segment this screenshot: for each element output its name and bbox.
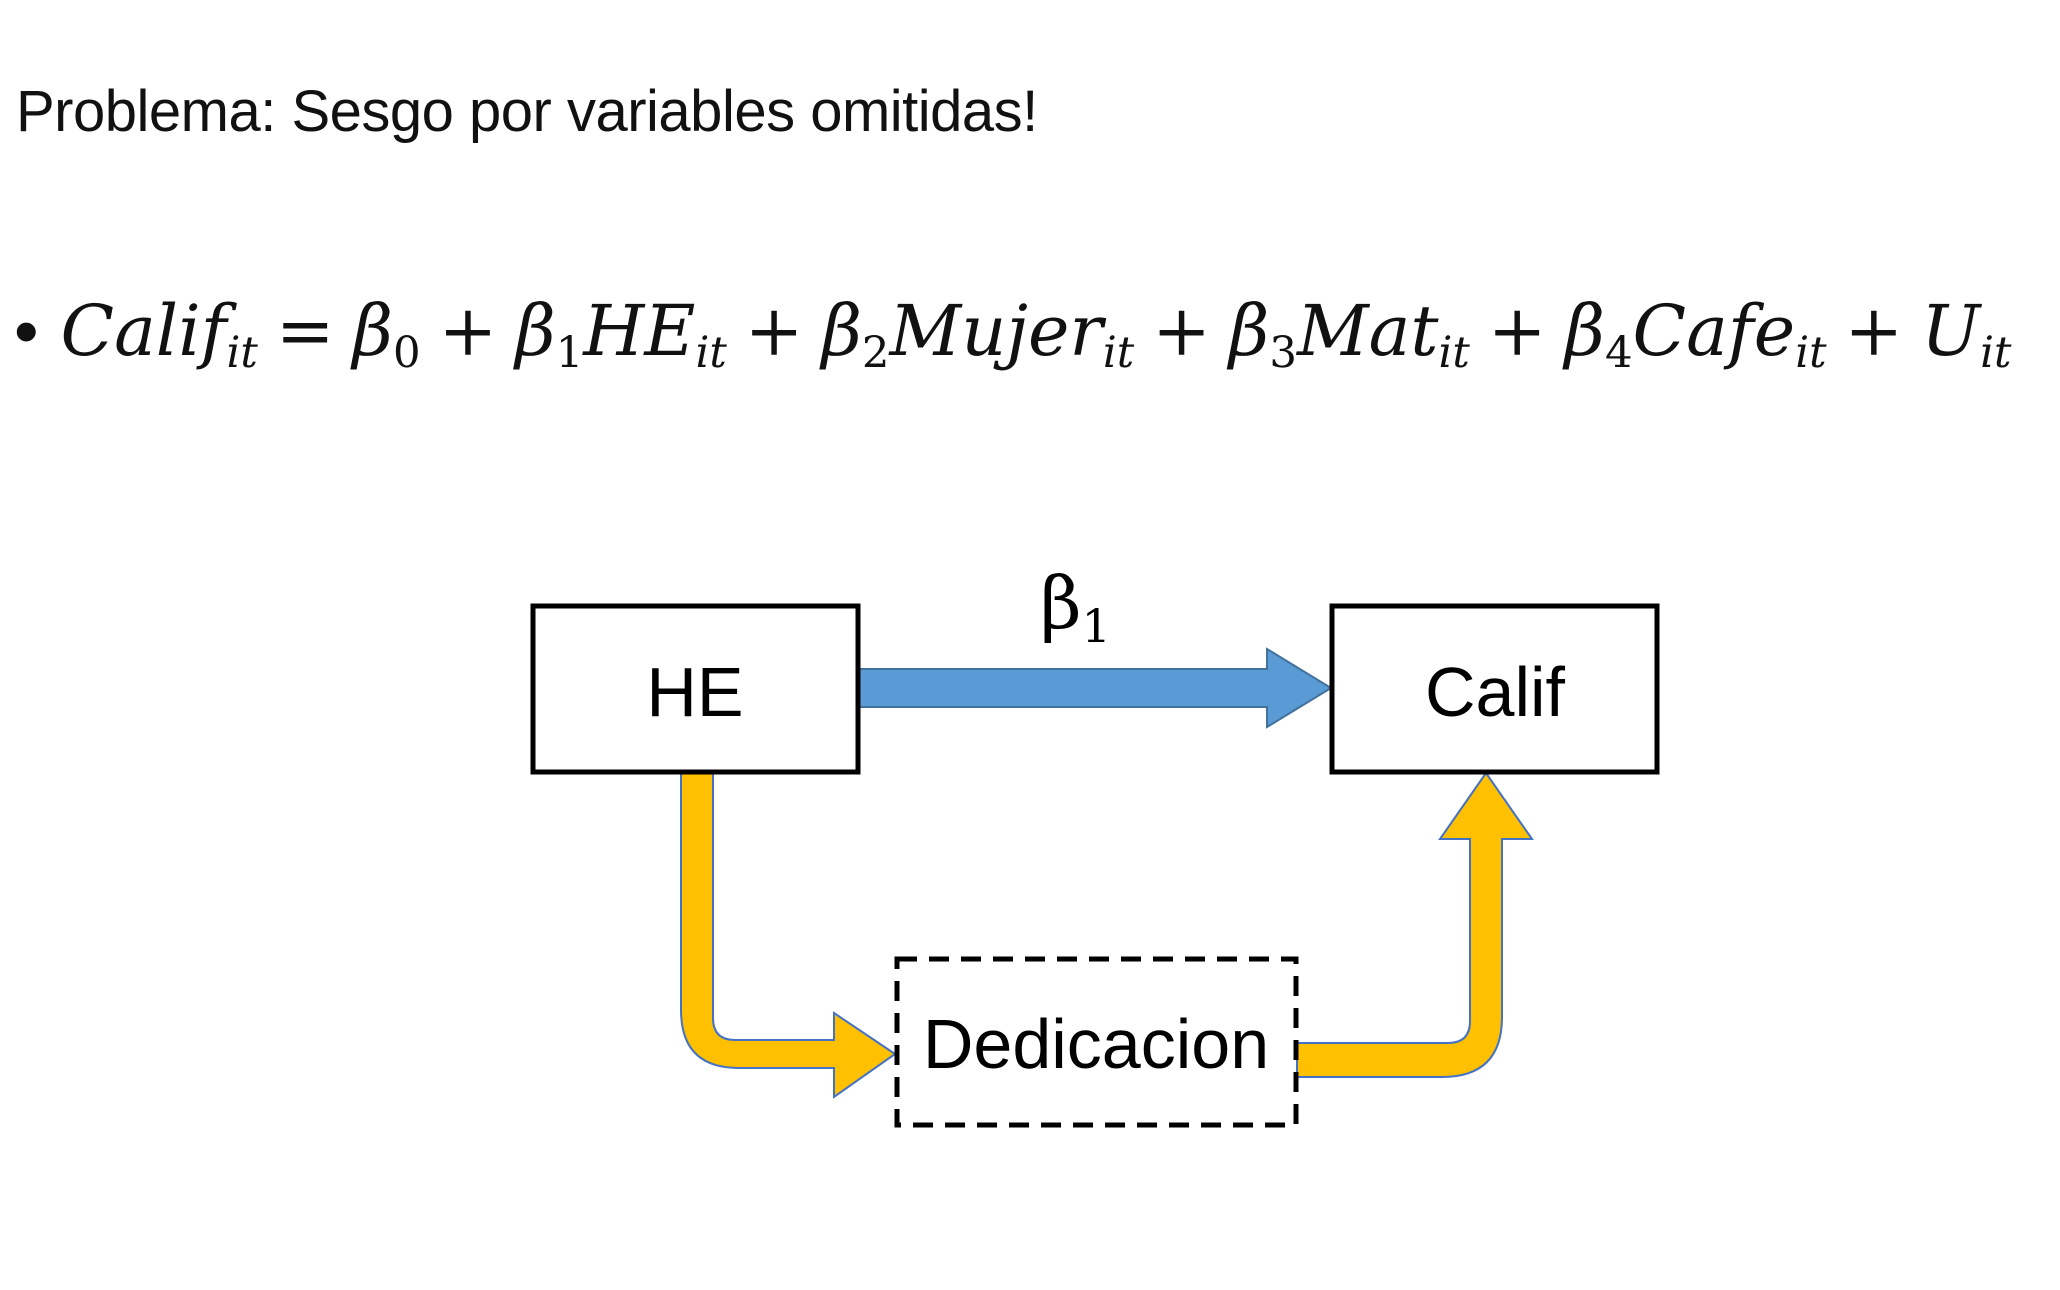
dedicacion-box bbox=[894, 956, 1299, 1128]
slide-title: Problema: Sesgo por variables omitidas! bbox=[16, 79, 1038, 144]
direct-effect-arrow bbox=[858, 647, 1333, 729]
calif-label: Calif bbox=[1425, 653, 1566, 731]
bullet: • bbox=[14, 292, 39, 370]
dedicacion-label: Dedicacion bbox=[923, 1005, 1269, 1083]
dedicacion-to-calif-arrow bbox=[1296, 771, 1534, 1078]
regression-equation: •Califit=β0+β1HEit+β2Mujerit+β3Matit+β4C… bbox=[14, 290, 2012, 379]
calif-box bbox=[1329, 603, 1660, 775]
he-box bbox=[530, 603, 861, 775]
he-label: HE bbox=[646, 653, 743, 731]
beta-label: β1 bbox=[1040, 561, 1111, 653]
he-to-dedicacion-arrow bbox=[680, 772, 897, 1099]
